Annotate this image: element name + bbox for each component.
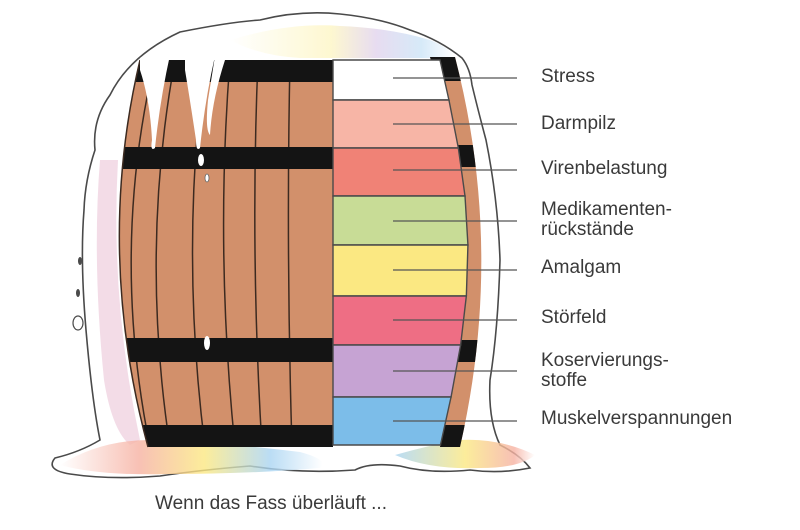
leader-lines bbox=[393, 77, 517, 422]
label-koservierungsstoffe: Koservierungs- stoffe bbox=[541, 350, 669, 391]
label-stress: Stress bbox=[541, 66, 595, 87]
layer-stack bbox=[332, 59, 469, 446]
layer-virenbelastung bbox=[332, 147, 466, 197]
label-darmpilz: Darmpilz bbox=[541, 113, 616, 134]
label-amalgam: Amalgam bbox=[541, 257, 622, 278]
label-virenbelastung: Virenbelastung bbox=[541, 158, 668, 179]
layer-stress bbox=[332, 59, 450, 101]
diagram-caption: Wenn das Fass überläuft ... bbox=[155, 493, 387, 514]
layer-muskelverspannungen bbox=[332, 396, 452, 446]
barrel-left-half bbox=[119, 60, 333, 447]
label-stoerfeld: Störfeld bbox=[541, 307, 607, 328]
label-muskelverspannungen: Muskelverspannungen bbox=[541, 408, 733, 429]
label-medikamentenrueckstaende: Medikamenten- rückstände bbox=[541, 199, 672, 240]
